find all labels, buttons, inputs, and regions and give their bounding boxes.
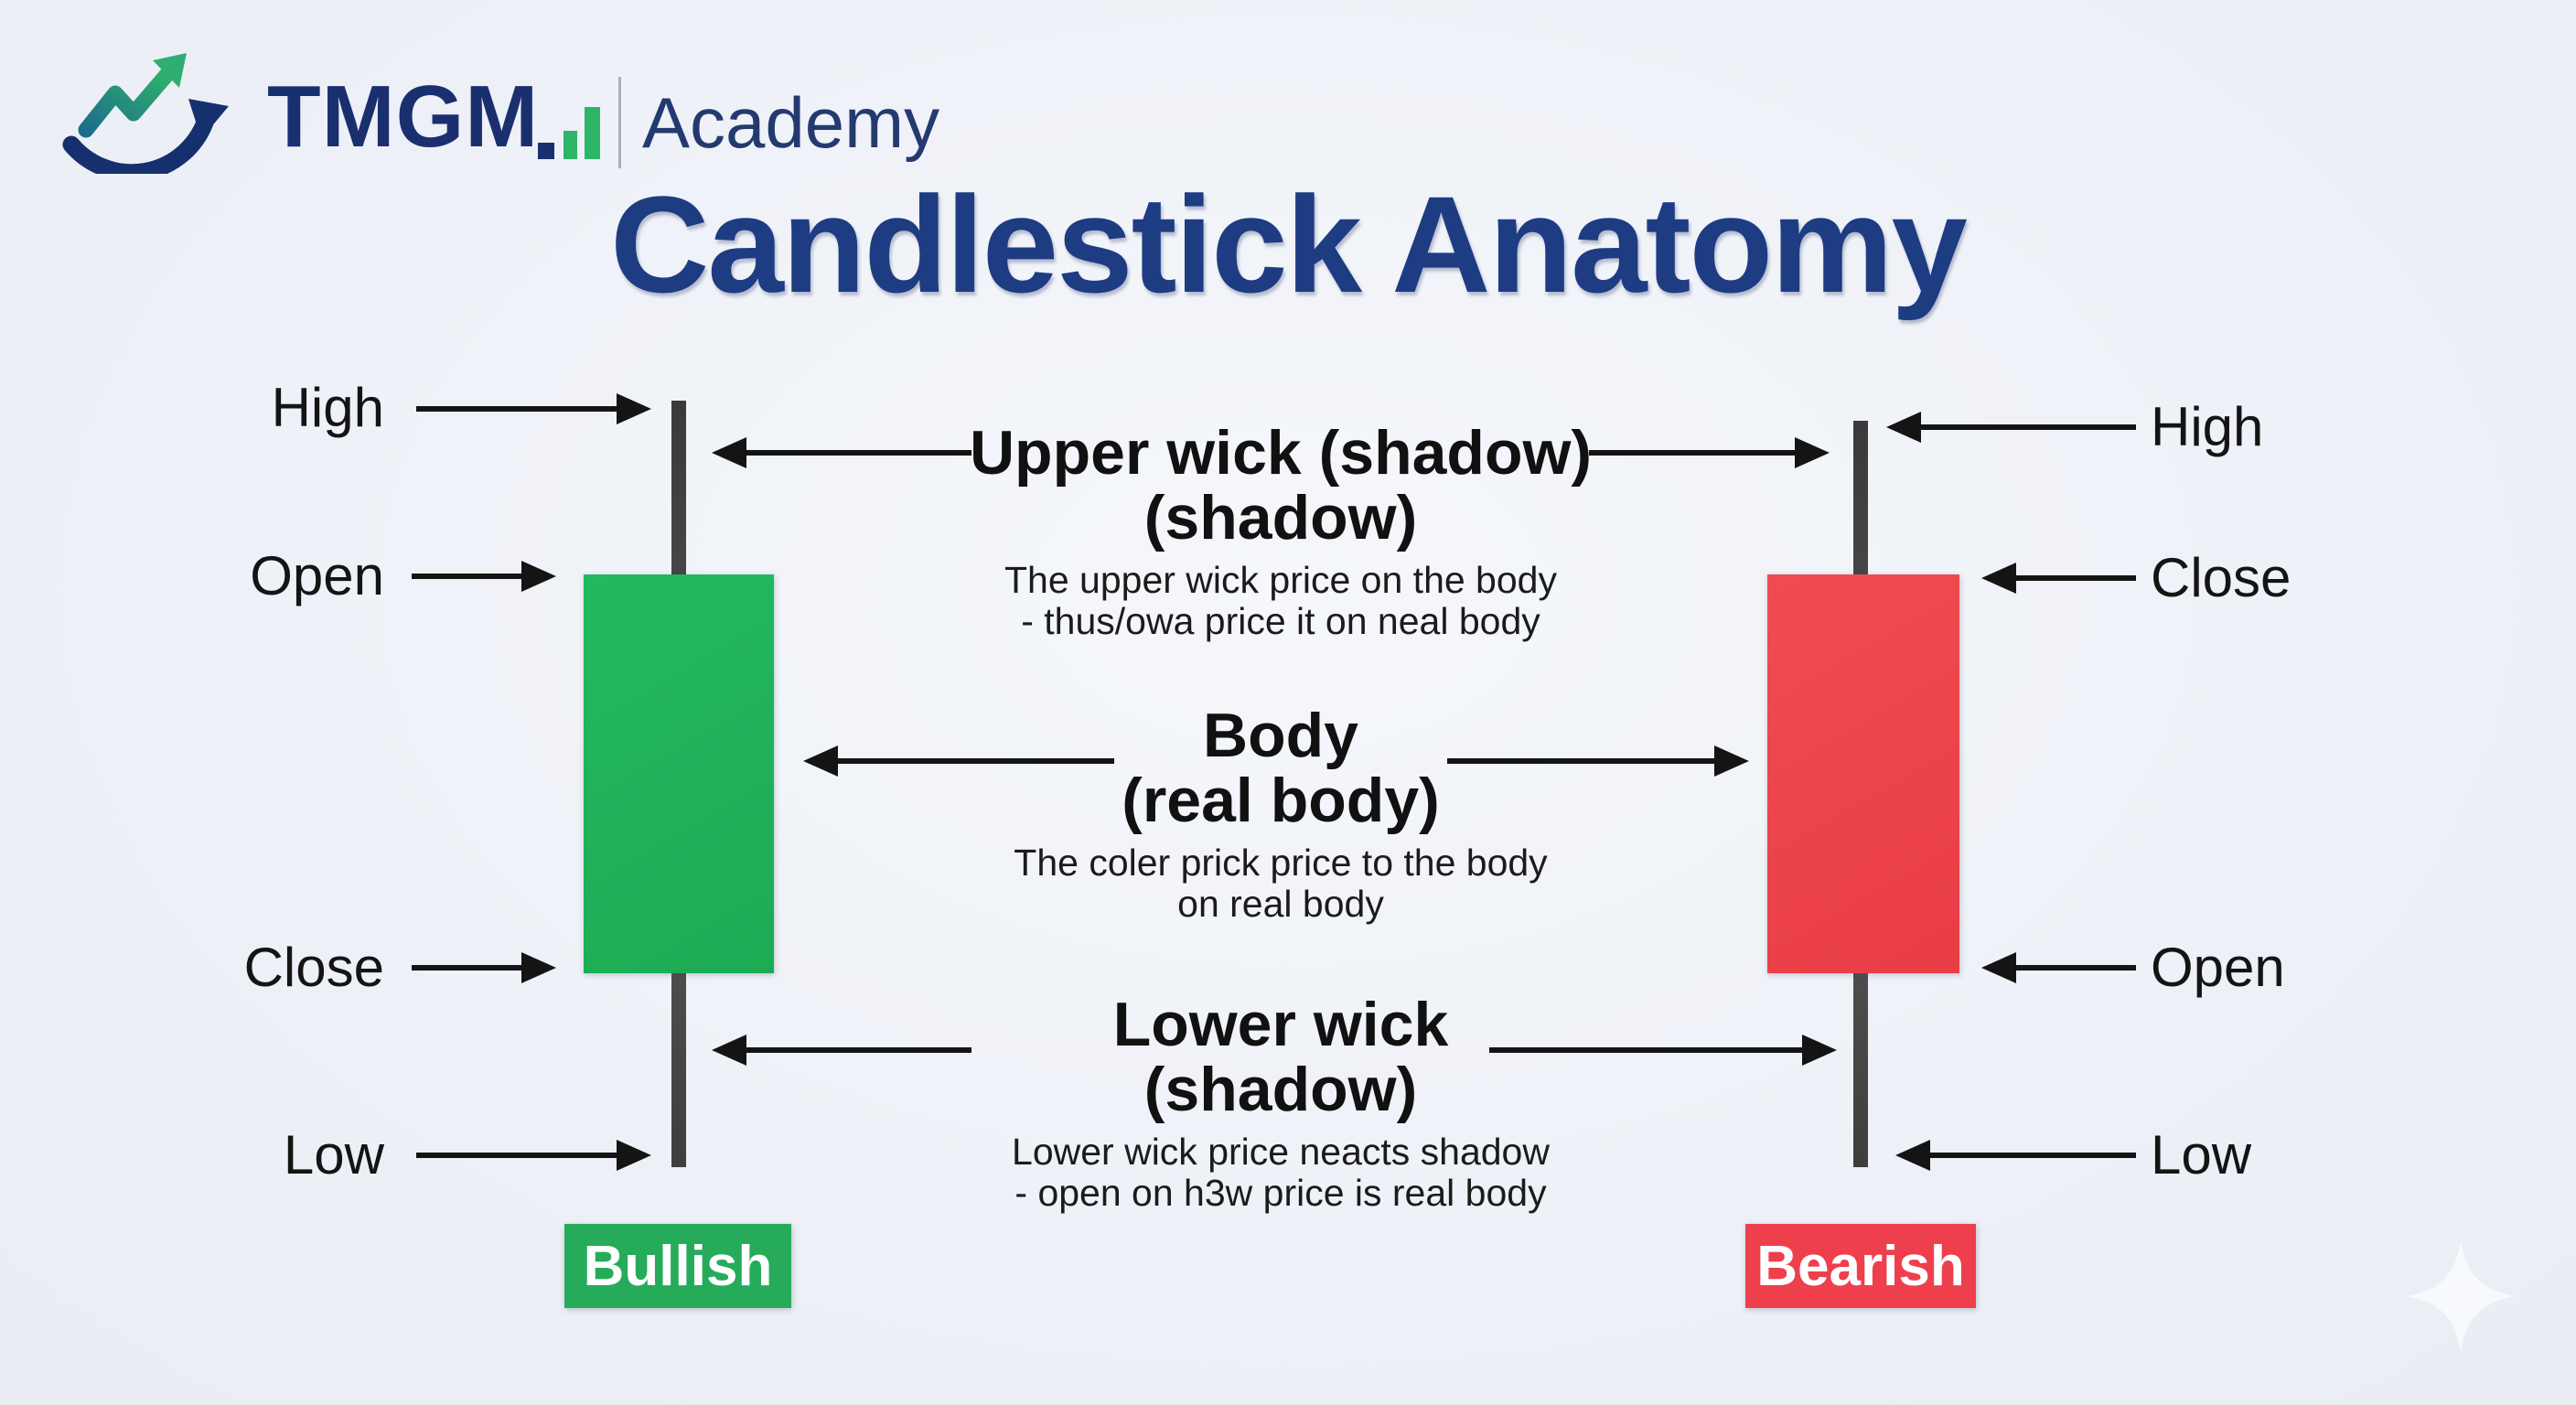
logo-divider: [618, 77, 621, 168]
upper-wick-arrow-to-bearish: [1589, 450, 1795, 456]
bullish-high-label: High: [271, 377, 384, 438]
bearish-low-arrow: [1930, 1153, 2136, 1158]
upper-wick-annotation: Upper wick (shadow) (shadow) The upper w…: [823, 421, 1738, 642]
body-title-line1: Body: [1203, 701, 1358, 770]
upper-wick-title-line2: (shadow): [1143, 483, 1418, 552]
bearish-high-label: High: [2151, 396, 2264, 457]
bullish-low-arrow: [416, 1153, 617, 1158]
lower-wick-title-line1: Lower wick: [1112, 990, 1449, 1059]
lower-wick-title-line2: (shadow): [1143, 1055, 1418, 1124]
body-arrow-to-bearish: [1447, 758, 1714, 764]
body-desc-line2: on real body: [1177, 883, 1384, 925]
body-annotation: Body (real body) The coler prick price t…: [823, 703, 1738, 925]
brand-name: TMGM: [267, 68, 540, 166]
upper-wick-desc-line1: The upper wick price on the body: [1004, 559, 1557, 601]
bullish-close-label: Close: [243, 937, 384, 998]
bullish-badge: Bullish: [564, 1224, 791, 1308]
logo-bar-short: [564, 131, 577, 159]
bearish-high-arrow: [1921, 424, 2136, 430]
upper-wick-title-line1: Upper wick (shadow): [969, 418, 1593, 488]
bullish-high-arrow: [416, 406, 617, 412]
sparkle-icon: [2405, 1240, 2517, 1352]
lower-wick-desc-line2: - open on h3w price is real body: [1014, 1172, 1547, 1214]
bearish-low-label: Low: [2151, 1124, 2252, 1185]
brand-dot: [538, 143, 554, 159]
body-desc-line1: The coler prick price to the body: [1014, 842, 1548, 884]
bearish-close-label: Close: [2151, 547, 2292, 608]
tmgm-swoosh-icon: [62, 53, 229, 174]
bearish-badge: Bearish: [1745, 1224, 1976, 1308]
page-title: Candlestick Anatomy: [610, 167, 1968, 321]
upper-wick-arrow-to-bullish: [746, 450, 971, 456]
body-title-line2: (real body): [1122, 766, 1440, 835]
lower-wick-annotation: Lower wick (shadow) Lower wick price nea…: [823, 992, 1738, 1214]
bullish-close-arrow: [412, 965, 521, 971]
lower-wick-arrow-to-bearish: [1489, 1047, 1802, 1053]
bullish-open-label: Open: [250, 545, 384, 606]
lower-wick-desc-line1: Lower wick price neacts shadow: [1012, 1131, 1550, 1173]
bullish-low-label: Low: [283, 1124, 384, 1185]
bullish-candle-body: [584, 574, 774, 973]
lower-wick-arrow-to-bullish: [746, 1047, 971, 1053]
bearish-candle-body: [1767, 574, 1959, 973]
logo-bar-tall: [585, 107, 600, 159]
bullish-open-arrow: [412, 574, 521, 579]
body-arrow-to-bullish: [838, 758, 1114, 764]
upper-wick-desc-line2: - thus/owa price it on neal body: [1021, 600, 1540, 642]
brand-suffix: Academy: [642, 82, 940, 163]
bearish-close-arrow: [2016, 575, 2136, 581]
bearish-open-arrow: [2016, 965, 2136, 971]
bearish-open-label: Open: [2151, 937, 2285, 998]
